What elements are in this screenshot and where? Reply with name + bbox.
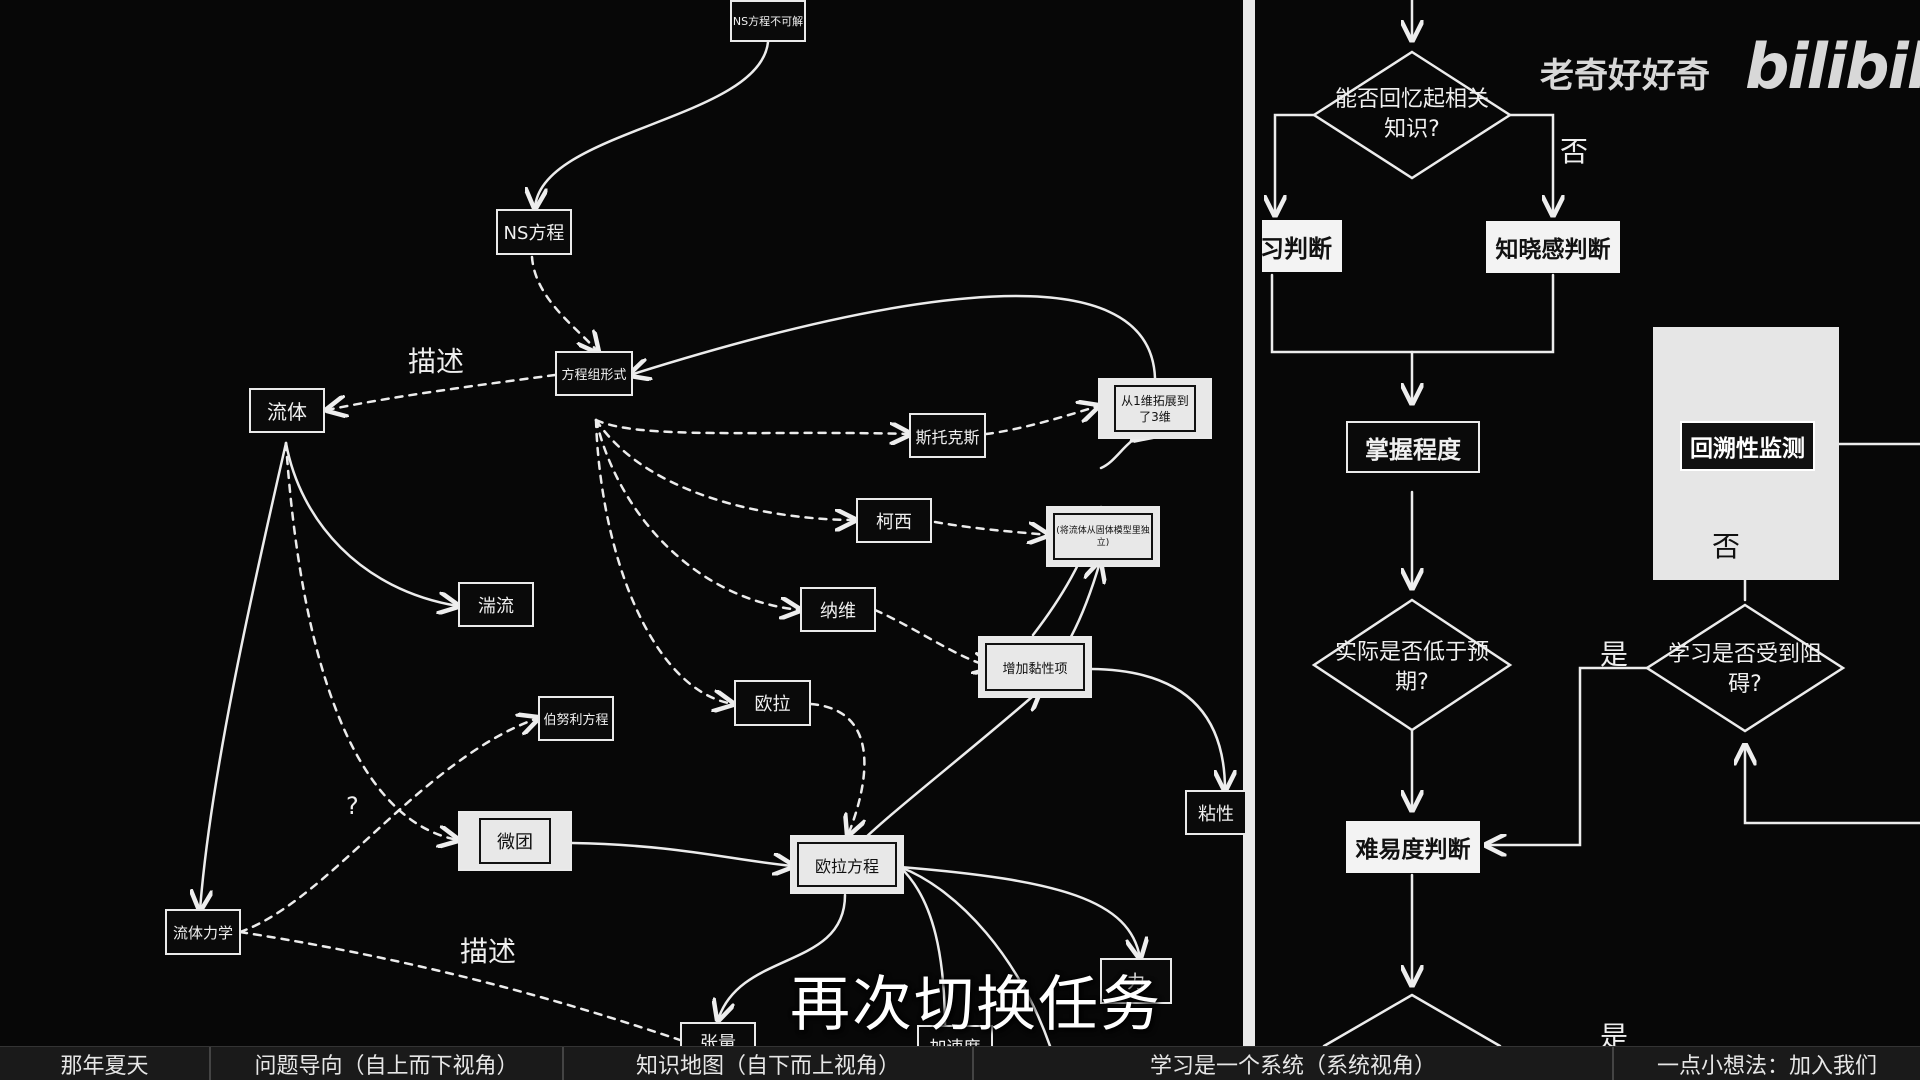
node-ns-equation: NS方程 — [496, 209, 572, 255]
node-cauchy: 柯西 — [856, 498, 932, 543]
node-system-form: 方程组形式 — [555, 351, 633, 396]
node-independent: (将流体从固体模型里独立) — [1046, 506, 1160, 567]
label-no-panel: 否 — [1712, 530, 1741, 563]
node-viscosity: 粘性 — [1185, 790, 1245, 835]
node-extend-3d: 从1维拓展到了3维 — [1098, 378, 1212, 439]
node-mastery: 掌握程度 — [1346, 421, 1480, 473]
node-fluid-mechanics: 流体力学 — [165, 909, 241, 955]
label-yes-mid: 是 — [1600, 638, 1629, 671]
chapter-item-summer[interactable]: 那年夏天 — [0, 1047, 211, 1080]
node-difficulty: 难易度判断 — [1346, 821, 1480, 873]
edge-label-describe-bottom: 描述 — [460, 935, 517, 968]
chapter-item-knowledge-map[interactable]: 知识地图（自下而上视角） — [564, 1047, 974, 1080]
diamond-recall: 能否回忆起相关知识? — [1334, 87, 1489, 142]
node-viscous-term: 增加黏性项 — [978, 636, 1092, 698]
chapter-item-learning-system[interactable]: 学习是一个系统（系统视角） — [974, 1047, 1614, 1080]
bilibili-logo: bilibili — [1745, 30, 1920, 103]
node-ns-unsolvable: NS方程不可解 — [730, 0, 806, 42]
chapter-item-problem-oriented[interactable]: 问题导向（自上而下视角） — [211, 1047, 564, 1080]
node-judge-left: 习判断 — [1260, 220, 1342, 272]
node-euler-equation: 欧拉方程 — [790, 835, 904, 894]
node-stokes: 斯托克斯 — [909, 413, 986, 458]
node-navier: 纳维 — [800, 587, 876, 632]
node-fluid: 流体 — [249, 388, 325, 433]
label-no-top: 否 — [1560, 135, 1589, 168]
edge-label-question: ? — [346, 792, 359, 820]
channel-watermark: 老奇好好奇 — [1540, 56, 1710, 96]
node-know-judge: 知晓感判断 — [1486, 221, 1620, 273]
node-euler: 欧拉 — [734, 680, 811, 726]
torn-paper-divider — [1243, 0, 1255, 1046]
video-subtitle: 再次切换任务 — [790, 970, 1162, 1040]
chapter-bar: 那年夏天 问题导向（自上而下视角） 知识地图（自下而上视角） 学习是一个系统（系… — [0, 1046, 1920, 1080]
node-retro-monitor: 回溯性监测 — [1680, 421, 1815, 471]
node-bernoulli: 伯努利方程 — [538, 696, 614, 741]
diamond-below-expect: 实际是否低于预期? — [1334, 640, 1489, 695]
chapter-item-join-us[interactable]: 一点小想法：加入我们 — [1656, 1054, 1877, 1079]
diamond-blocked: 学习是否受到阻碍? — [1667, 642, 1822, 697]
node-turbulence: 湍流 — [458, 582, 534, 627]
edge-label-describe-top: 描述 — [408, 345, 465, 378]
node-force: 力 — [1100, 958, 1172, 1004]
node-micro: 微团 — [458, 811, 572, 871]
